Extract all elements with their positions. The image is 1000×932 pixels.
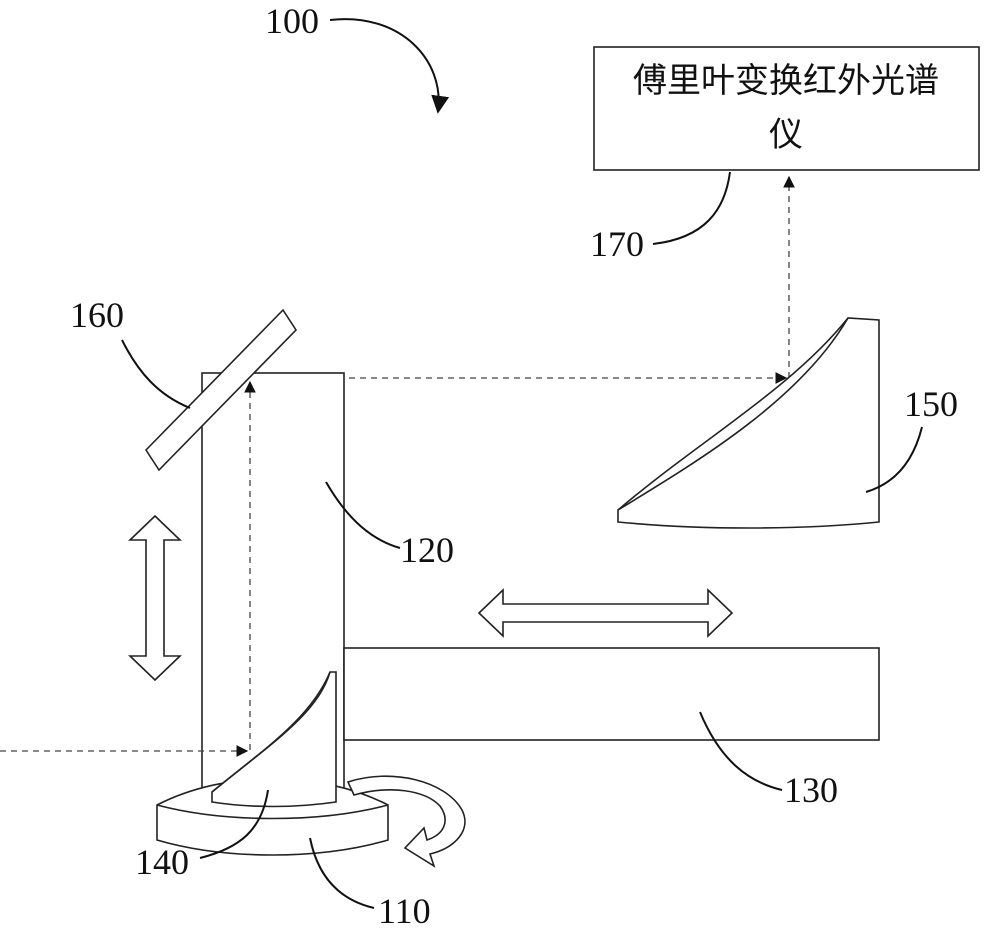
rotation-arrow	[346, 775, 466, 868]
horizontal-motion-arrow	[477, 588, 734, 638]
mirror-140	[211, 671, 337, 808]
spectrometer-box: 傅里叶变换红外光谱 仪	[593, 46, 980, 171]
label-170: 170	[590, 224, 644, 264]
label-100: 100	[265, 1, 319, 41]
mirror-160	[144, 308, 298, 472]
label-110: 110	[378, 891, 431, 931]
leader-140	[199, 789, 269, 859]
leader-120	[325, 481, 401, 549]
mirror-150	[617, 317, 880, 529]
leader-170	[652, 171, 731, 245]
leader-100	[329, 18, 450, 114]
spectrometer-label-line2: 仪	[769, 115, 803, 155]
label-150: 150	[904, 384, 958, 424]
label-140: 140	[135, 842, 189, 882]
leader-130	[699, 711, 783, 791]
label-160: 160	[70, 295, 124, 335]
vertical-motion-arrow	[128, 514, 182, 682]
spectrometer-label-line1: 傅里叶变换红外光谱	[633, 61, 939, 101]
leader-150	[865, 426, 923, 493]
leader-160	[121, 339, 191, 409]
arm-130	[343, 647, 880, 741]
leader-110	[309, 837, 375, 909]
label-120: 120	[400, 530, 454, 570]
label-130: 130	[784, 770, 838, 810]
